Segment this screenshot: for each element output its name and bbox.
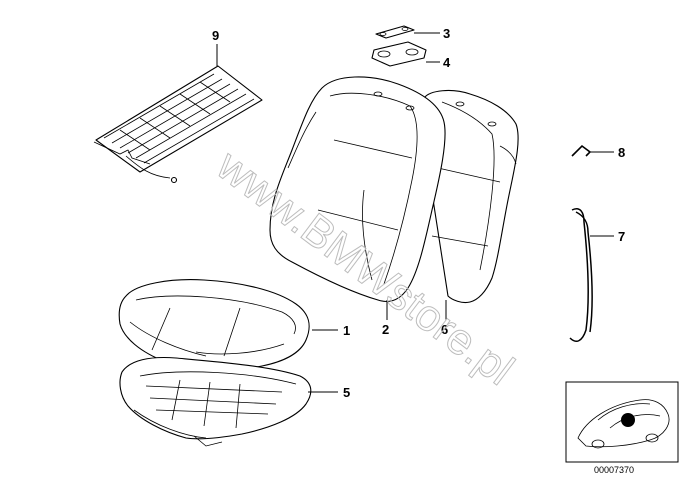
callout-4[interactable]: 4	[443, 55, 451, 70]
callout-2[interactable]: 2	[382, 322, 389, 337]
callout-7[interactable]: 7	[618, 229, 625, 244]
wire-rod-part-7[interactable]	[569, 208, 593, 343]
callout-9[interactable]: 9	[212, 28, 219, 43]
seat-base-part-5[interactable]	[119, 356, 312, 447]
callout-5[interactable]: 5	[343, 385, 350, 400]
callout-8[interactable]: 8	[618, 145, 625, 160]
callout-1[interactable]: 1	[343, 323, 350, 338]
car-location-inset[interactable]: 00007370	[565, 381, 679, 475]
clip-part-8[interactable]	[571, 144, 592, 157]
gasket-part-4[interactable]	[371, 41, 427, 67]
reference-code: 00007370	[594, 465, 634, 475]
callout-6[interactable]: 6	[441, 322, 448, 337]
callout-3[interactable]: 3	[443, 26, 450, 41]
backrest-rear-part-6[interactable]	[423, 89, 519, 304]
inset-location-marker	[621, 413, 635, 427]
seat-cushion-cover-part-1[interactable]	[118, 279, 310, 371]
inset-car-body	[577, 399, 670, 448]
plate-part-3[interactable]	[375, 25, 415, 39]
backrest-cover-part-2[interactable]	[269, 76, 446, 303]
heating-mat-part-9[interactable]	[93, 65, 263, 184]
